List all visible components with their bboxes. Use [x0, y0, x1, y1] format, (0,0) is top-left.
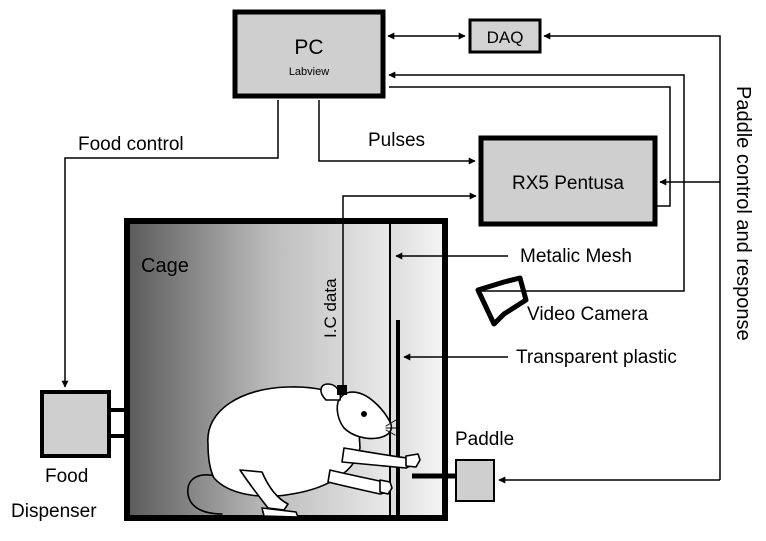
- cage-label: Cage: [141, 255, 189, 277]
- food-dispenser: Food Dispenser: [11, 390, 127, 522]
- pc-box: PC Labview: [232, 9, 386, 99]
- pulses-line: [318, 100, 476, 165]
- connections: [61, 32, 721, 484]
- pc-subtitle: Labview: [289, 66, 329, 78]
- electrode: [337, 385, 347, 395]
- ic-data-line: [342, 192, 477, 387]
- video-camera-icon: [475, 275, 529, 327]
- food-control-label: Food control: [78, 134, 184, 155]
- food-control-line: [61, 100, 279, 388]
- food-dispenser-label-1: Food: [45, 466, 88, 487]
- transparent-plastic-label: Transparent plastic: [516, 347, 677, 368]
- pc-title: PC: [294, 36, 323, 59]
- food-dispenser-label-2: Dispenser: [11, 501, 97, 522]
- rat-illustration: [187, 383, 421, 518]
- rx5-to-pc: [389, 86, 671, 207]
- daq-label: DAQ: [487, 28, 524, 47]
- daq-box: DAQ: [468, 18, 542, 54]
- paddle-control-line: [543, 32, 721, 480]
- camera-to-pc: [388, 71, 685, 292]
- paddle-control-label: Paddle control and response: [732, 86, 754, 341]
- rx5-label: RX5 Pentusa: [512, 173, 624, 194]
- paddle: Paddle: [412, 429, 514, 502]
- ic-data-label: I.C data: [321, 278, 340, 338]
- video-camera-label: Video Camera: [527, 304, 649, 325]
- rx5-box: RX5 Pentusa: [478, 135, 658, 227]
- metalic-mesh-label: Metalic Mesh: [520, 246, 632, 267]
- paddle-label: Paddle: [455, 429, 514, 450]
- pulses-label: Pulses: [368, 130, 425, 151]
